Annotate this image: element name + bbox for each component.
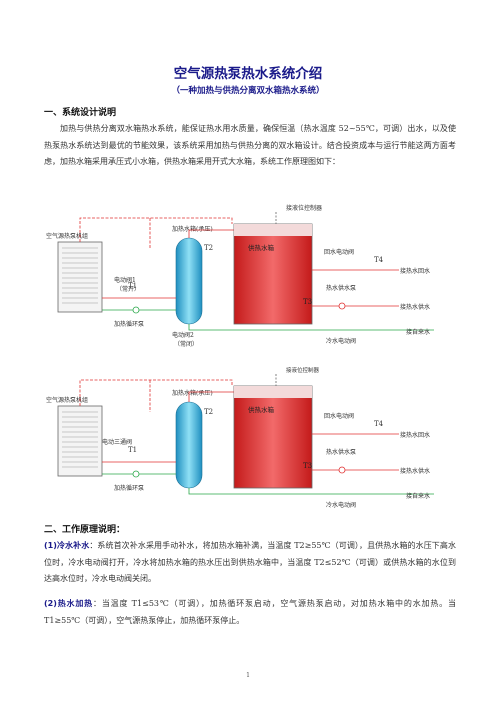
label-t3: T3 — [303, 462, 312, 470]
label-t1: T1 — [128, 282, 137, 290]
label-valve1-state: （常开） — [116, 285, 140, 293]
label-t2: T2 — [204, 408, 213, 416]
label-circulation-pump: 加热循环泵 — [114, 484, 144, 492]
label-return-valve: 回水电动阀 — [324, 412, 354, 420]
label-supply-tank: 供热水箱 — [248, 405, 275, 414]
system-diagram-2: 接液位控制器 空气源热泵机组 加热水箱(承压) T2 供热水箱 T3 T1 电动… — [46, 366, 434, 509]
heating-tank — [175, 237, 203, 325]
heat-pump-unit-icon — [57, 241, 103, 313]
heading-hot-water: (2)热水加热 — [44, 599, 94, 608]
supply-tank — [233, 223, 313, 325]
circulation-pump-icon — [132, 306, 140, 314]
heading-cold-water: (1)冷水补水 — [44, 541, 90, 550]
text-cold-water: ：系统首次补水采用手动补水，将加热水箱补满，当温度 T2≥55℃（可调），且供热… — [44, 541, 456, 583]
supply-pump-icon — [338, 466, 346, 474]
label-valve1: 电动阀1 — [114, 276, 136, 284]
label-supply-pump: 热水供水泵 — [326, 448, 356, 456]
circulation-pump-icon — [132, 470, 140, 478]
paragraph-cold-water: (1)冷水补水：系统首次补水采用手动补水，将加热水箱补满，当温度 T2≥55℃（… — [44, 538, 456, 588]
paragraph-system-description: 加热与供热分离双水箱热水系统，能保证热水用水质量，确保恒温（热水温度 52~55… — [44, 124, 456, 166]
supply-tank — [233, 385, 313, 489]
label-tap-water: 接自来水 — [406, 492, 430, 500]
label-t3: T3 — [303, 298, 312, 306]
label-return-line: 接热水回水 — [400, 431, 430, 439]
document-subtitle: （一种加热与供热分离双水箱热水系统） — [171, 86, 325, 96]
label-circulation-pump: 加热循环泵 — [114, 320, 144, 328]
label-supply-pump: 热水供水泵 — [326, 284, 356, 292]
label-cold-valve: 冷水电动阀 — [326, 337, 356, 345]
label-level-controller: 接液位控制器 — [286, 366, 320, 374]
label-tap-water: 接自来水 — [406, 328, 430, 336]
supply-pump-icon — [338, 302, 346, 310]
label-valve2: 电动阀2 — [172, 331, 194, 339]
label-heating-tank: 加热水箱(承压) — [172, 225, 213, 233]
label-heating-tank: 加热水箱(承压) — [172, 389, 213, 397]
page-number: 1 — [246, 672, 250, 679]
label-level-controller: 接液位控制器 — [286, 204, 322, 212]
label-supply-tank: 供热水箱 — [248, 243, 275, 252]
paragraph-hot-water: (2)热水加热：当温度 T1≤53℃（可调），加热循环泵启动，空气源热泵启动，对… — [44, 596, 456, 629]
label-three-way-valve: 电动三通阀 — [102, 438, 132, 446]
label-t1: T1 — [128, 446, 137, 454]
section-heading-2: 二、工作原理说明： — [44, 525, 126, 535]
section-heading-1: 一、系统设计说明 — [44, 108, 117, 118]
label-valve2-state: （常闭） — [174, 340, 198, 348]
heat-pump-unit-icon — [57, 405, 103, 477]
document-title: 空气源热泵热水系统介绍 — [173, 66, 323, 82]
heating-tank — [175, 401, 203, 489]
label-return-line: 接热水回水 — [400, 267, 430, 275]
label-t4: T4 — [374, 256, 384, 264]
label-supply-line: 接热水供水 — [400, 467, 430, 475]
label-cold-valve: 冷水电动阀 — [326, 501, 356, 509]
label-heat-pump-unit: 空气源热泵机组 — [46, 232, 88, 240]
text-hot-water: ：当温度 T1≤53℃（可调），加热循环泵启动，空气源热泵启动，对加热水箱中的水… — [44, 599, 456, 625]
label-t2: T2 — [204, 244, 213, 252]
label-heat-pump-unit: 空气源热泵机组 — [46, 396, 88, 404]
label-return-valve: 回水电动阀 — [324, 248, 354, 256]
label-supply-line: 接热水供水 — [400, 303, 430, 311]
label-t4: T4 — [374, 420, 384, 428]
system-diagram-1: 接液位控制器 空气源热泵机组 加热水箱(承压) T2 供热水箱 T3 T1 电动… — [46, 204, 434, 348]
